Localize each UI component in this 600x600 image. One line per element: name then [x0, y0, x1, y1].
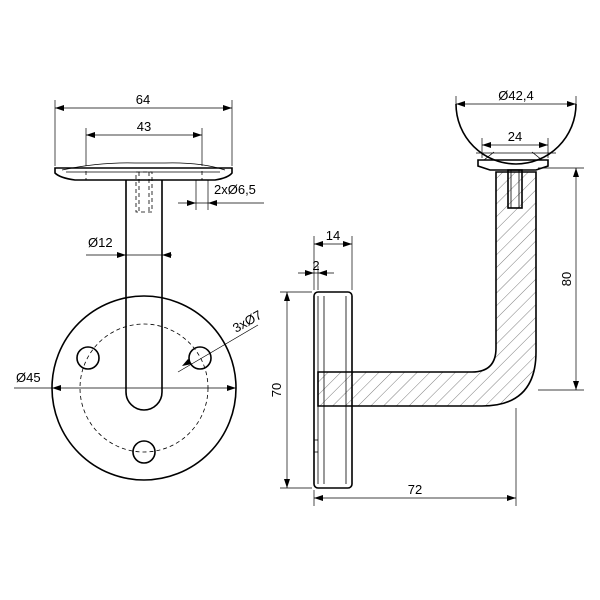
- dim-plate-thickness-label: 14: [326, 228, 340, 243]
- dim-base-holes: 3xØ7: [177, 307, 264, 373]
- dim-plate-face-label: 2: [312, 258, 319, 273]
- dim-saddle-width-label: 24: [508, 129, 522, 144]
- dim-rail-diameter: Ø42,4: [455, 88, 577, 110]
- dim-base-diameter-label: Ø45: [16, 370, 41, 385]
- vertical-stem: [125, 171, 163, 411]
- dim-top-hole-spacing: 43: [85, 119, 203, 166]
- dim-top-hole-spacing-label: 43: [137, 119, 151, 134]
- dim-saddle-width: 24: [481, 129, 549, 158]
- dim-plate-face: 2: [298, 258, 334, 290]
- dim-top-width: 64: [54, 92, 233, 166]
- dim-projection-label: 72: [408, 482, 422, 497]
- dim-plate-height: 70: [269, 291, 312, 489]
- dim-height-label: 80: [559, 272, 574, 286]
- dim-base-diameter: Ø45: [14, 370, 236, 391]
- handrail-tube: [455, 103, 577, 165]
- dim-plate-thickness: 14: [313, 228, 353, 290]
- dim-top-width-label: 64: [136, 92, 150, 107]
- top-saddle-plate: [54, 162, 233, 181]
- side-view: 14 2 70 72: [269, 88, 584, 506]
- dim-screw-holes-label: 2xØ6,5: [214, 182, 256, 197]
- dim-projection: 72: [313, 408, 517, 506]
- dim-stem-diameter: Ø12: [86, 235, 172, 258]
- front-view: 64 43 2xØ6,5 Ø12: [14, 92, 264, 481]
- dim-plate-height-label: 70: [269, 383, 284, 397]
- dim-rail-diameter-label: Ø42,4: [498, 88, 533, 103]
- bent-arm: [317, 171, 537, 407]
- dim-stem-diameter-label: Ø12: [88, 235, 113, 250]
- dim-screw-holes: 2xØ6,5: [178, 180, 264, 210]
- dim-height: 80: [538, 167, 584, 391]
